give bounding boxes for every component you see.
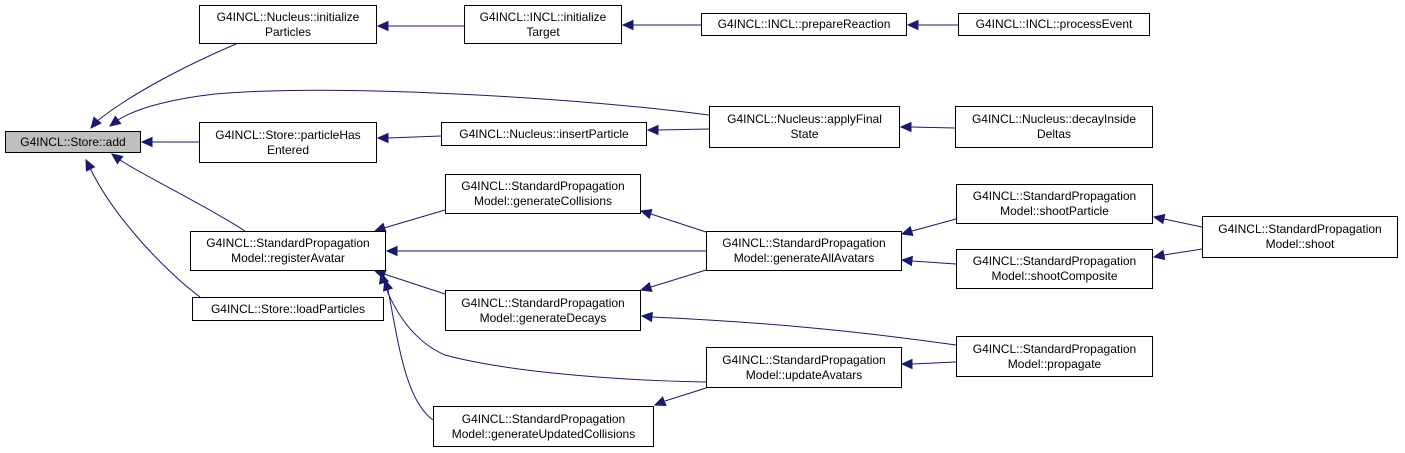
node-incl-prepare-reaction[interactable]: G4INCL::INCL::prepareReaction [701, 13, 907, 36]
edge-spm-update-avatars-to-spm-register-avatar [383, 282, 707, 383]
node-spm-shoot-composite[interactable]: G4INCL::StandardPropagation Model::shoot… [956, 249, 1153, 289]
arrowhead-icon [1152, 249, 1166, 261]
arrowhead-icon [900, 358, 913, 370]
node-label-line: G4INCL::Nucleus::decayInside [971, 112, 1137, 126]
node-label-line: G4INCL::StandardPropagation [206, 236, 370, 250]
edge-nucleus-insert-particle-to-store-particle-has-entered [387, 135, 442, 139]
node-label-line: G4INCL::INCL::processEvent [975, 17, 1133, 31]
node-label-line: Model::shootParticle [1000, 204, 1109, 218]
arrowhead-icon [906, 19, 919, 31]
arrowhead-icon [111, 153, 124, 165]
node-label-line: G4INCL::StandardPropagation [972, 189, 1137, 203]
edge-spm-generate-updated-collisions-to-spm-register-avatar [387, 289, 434, 421]
node-spm-register-avatar[interactable]: G4INCL::StandardPropagation Model::regis… [190, 231, 386, 271]
node-label-line: G4INCL::StandardPropagation [722, 236, 886, 250]
edge-spm-propagate-to-spm-update-avatars [911, 361, 957, 365]
node-label-line: G4INCL::INCL::initialize [479, 9, 607, 24]
node-label-line: G4INCL::Nucleus::applyFinal [727, 112, 882, 126]
node-label-line: Model::generateDecays [479, 310, 607, 325]
node-label-line: G4INCL::StandardPropagation [461, 179, 625, 193]
arrowhead-icon [1152, 213, 1166, 225]
arrowhead-icon [646, 124, 659, 136]
node-label-line: G4INCL::Store::add [20, 134, 126, 149]
node-add: G4INCL::Store::add [5, 131, 141, 153]
node-label-line: Model::registerAvatar [231, 251, 345, 265]
arrowhead-icon [382, 278, 394, 292]
node-label-line: Model::generateCollisions [473, 194, 613, 208]
arrowhead-icon [140, 136, 153, 148]
node-incl-process-event[interactable]: G4INCL::INCL::processEvent [958, 13, 1150, 36]
edge-spm-shoot-particle-to-spm-generate-all-avatars [911, 218, 957, 232]
arrowhead-icon [376, 20, 389, 32]
node-label-line: Model::propagate [1007, 356, 1102, 371]
node-label-line: G4INCL::StandardPropagation [972, 341, 1137, 356]
node-spm-propagate[interactable]: G4INCL::StandardPropagation Model::propa… [956, 336, 1153, 377]
arrowhead-icon [385, 245, 398, 257]
edge-spm-generate-collisions-to-spm-register-avatar [383, 209, 446, 229]
arrowhead-icon [900, 255, 913, 267]
node-label-line: Model::generateUpdatedCollisions [451, 426, 636, 441]
node-incl-initialize-target[interactable]: G4INCL::INCL::initialize Target [464, 5, 622, 44]
arrowhead-icon [85, 158, 96, 172]
edge-nucleus-init-particles-to-add [95, 43, 237, 123]
node-label-line: Model::shoot [1265, 237, 1335, 251]
node-label-line: Deltas [1036, 127, 1071, 141]
edge-nucleus-decay-inside-deltas-to-nucleus-apply-final-state [910, 126, 956, 129]
node-label-line: Target [526, 24, 560, 39]
arrowhead-icon [639, 208, 653, 220]
node-label-line: G4INCL::StandardPropagation [1218, 222, 1382, 236]
node-spm-generate-decays[interactable]: G4INCL::StandardPropagation Model::gener… [445, 290, 641, 331]
node-store-load-particles[interactable]: G4INCL::Store::loadParticles [192, 297, 384, 321]
arrowhead-icon [376, 132, 389, 144]
node-spm-generate-updated-collisions[interactable]: G4INCL::StandardPropagation Model::gener… [433, 406, 654, 447]
edge-spm-update-avatars-to-spm-generate-updated-collisions [664, 387, 707, 402]
node-label-line: G4INCL::Store::loadParticles [210, 301, 366, 316]
node-spm-shoot[interactable]: G4INCL::StandardPropagation Model::shoot [1202, 216, 1398, 258]
node-label-line: Entered [266, 142, 310, 157]
edge-spm-register-avatar-to-add [119, 159, 246, 232]
node-label-line: G4INCL::INCL::prepareReaction [717, 17, 891, 31]
arrowhead-icon [653, 396, 667, 406]
node-label-line: Particles [264, 24, 311, 39]
arrowhead-icon [640, 311, 653, 323]
arrowhead-icon [90, 116, 102, 129]
node-label-line: G4INCL::StandardPropagation [461, 295, 625, 310]
arrowhead-icon [109, 115, 122, 127]
node-spm-generate-collisions[interactable]: G4INCL::StandardPropagation Model::gener… [445, 174, 641, 214]
node-store-particle-has-entered[interactable]: G4INCL::Store::particleHas Entered [199, 122, 377, 163]
node-nucleus-apply-final-state[interactable]: G4INCL::Nucleus::applyFinal State [709, 106, 900, 148]
edge-spm-generate-all-avatars-to-spm-generate-collisions [650, 213, 707, 233]
edge-nucleus-apply-final-state-to-nucleus-insert-particle [657, 128, 710, 131]
node-spm-shoot-particle[interactable]: G4INCL::StandardPropagation Model::shoot… [956, 184, 1153, 224]
arrowhead-icon [900, 225, 914, 237]
edge-store-load-particles-to-add [89, 167, 201, 298]
arrowhead-icon [639, 281, 653, 293]
node-nucleus-decay-inside-deltas[interactable]: G4INCL::Nucleus::decayInside Deltas [955, 106, 1153, 148]
edge-spm-propagate-to-spm-generate-decays [651, 316, 957, 346]
node-label-line: Model::generateAllAvatars [733, 251, 875, 265]
node-spm-update-avatars[interactable]: G4INCL::StandardPropagation Model::updat… [706, 347, 902, 388]
node-spm-generate-all-avatars[interactable]: G4INCL::StandardPropagation Model::gener… [706, 231, 902, 271]
edge-spm-generate-decays-to-spm-register-avatar [383, 273, 446, 295]
node-nucleus-insert-particle[interactable]: G4INCL::Nucleus::insertParticle [441, 122, 647, 146]
node-label-line: G4INCL::Store::particleHas [215, 127, 361, 142]
arrowhead-icon [621, 19, 634, 31]
edge-spm-shoot-composite-to-spm-generate-all-avatars [911, 260, 957, 265]
node-label-line: G4INCL::StandardPropagation [461, 411, 626, 426]
node-label-line: G4INCL::Nucleus::insertParticle [459, 126, 629, 141]
node-nucleus-initialize-particles[interactable]: G4INCL::Nucleus::initialize Particles [199, 5, 377, 44]
node-label-line: Model::updateAvatars [745, 367, 863, 382]
edge-spm-generate-all-avatars-to-spm-generate-decays [650, 269, 707, 288]
node-label-line: G4INCL::Nucleus::initialize [216, 9, 360, 24]
node-label-line: G4INCL::StandardPropagation [722, 352, 886, 367]
node-label-line: G4INCL::StandardPropagation [972, 254, 1137, 268]
node-label-line: State [790, 127, 819, 141]
arrowhead-icon [899, 121, 912, 133]
node-label-line: Model::shootComposite [991, 269, 1118, 283]
edge-nucleus-apply-final-state-to-add [117, 89, 710, 121]
edge-spm-shoot-to-spm-shoot-composite [1163, 248, 1203, 256]
edge-spm-shoot-to-spm-shoot-particle [1163, 218, 1203, 228]
